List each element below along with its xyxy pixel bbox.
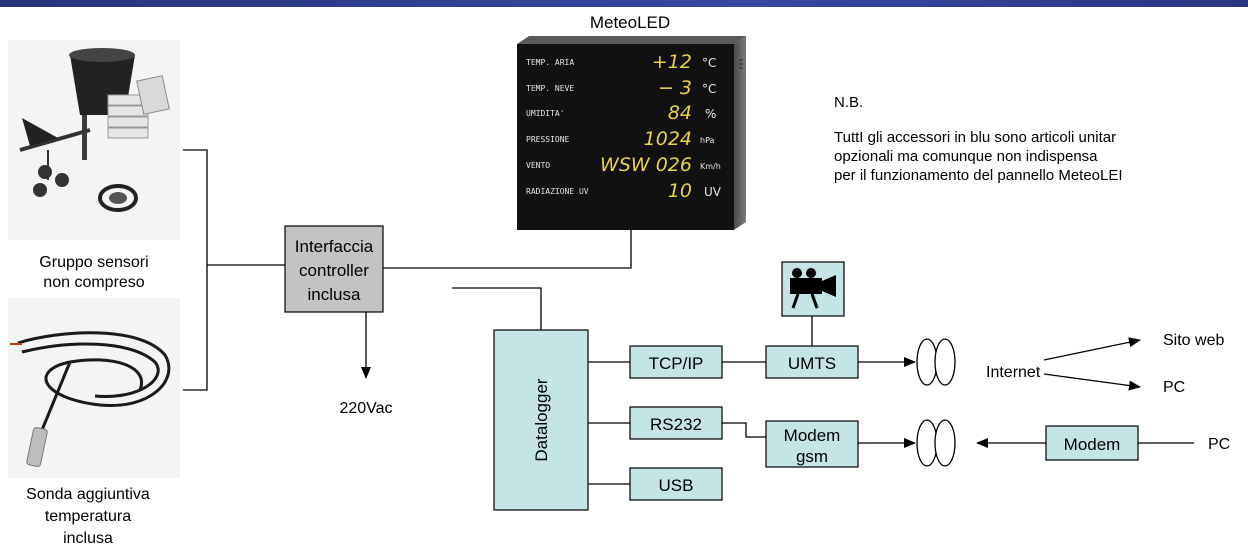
lcd-unit: hPa bbox=[700, 136, 715, 145]
lcd-label: TEMP. ARIA bbox=[526, 58, 574, 67]
lcd-value: WSW 026 bbox=[600, 154, 692, 176]
lcd-label: TEMP. NEVE bbox=[526, 84, 574, 93]
datalogger-label: Datalogger bbox=[532, 378, 551, 462]
modem-label: Modem bbox=[1064, 435, 1121, 454]
interface-label-line1: Interfaccia bbox=[295, 237, 374, 256]
rs232-modem-wire bbox=[722, 422, 766, 438]
header-bar bbox=[0, 0, 1248, 7]
temperature-probe-image bbox=[8, 298, 180, 478]
power-label: 220Vac bbox=[339, 400, 392, 417]
lcd-value: 1024 bbox=[644, 128, 692, 150]
note-title: N.B. bbox=[834, 94, 863, 111]
note-line1: TuttI gli accessori in blu sono articoli… bbox=[834, 129, 1116, 146]
internet-to-web-arrow bbox=[1043, 337, 1141, 361]
wireless-link-icon bbox=[916, 338, 956, 386]
sensor-group-label-line1: Gruppo sensori bbox=[39, 254, 148, 271]
lcd-label: PRESSIONE bbox=[526, 135, 570, 144]
probe-label-line1: Sonda aggiuntiva bbox=[26, 486, 150, 503]
meteoled-title: MeteoLED bbox=[590, 13, 670, 32]
video-camera-icon bbox=[790, 268, 836, 309]
interface-label-line2: controller bbox=[299, 261, 369, 280]
umts-label: UMTS bbox=[788, 354, 836, 373]
lcd-label: UMIDITA' bbox=[526, 109, 565, 118]
pc-top-label: PC bbox=[1163, 379, 1185, 396]
lcd-value: − 3 bbox=[658, 77, 692, 99]
umts-box bbox=[765, 345, 859, 379]
interface-controller-box bbox=[284, 225, 384, 313]
sito-web-label: Sito web bbox=[1163, 332, 1224, 349]
note-line2: opzionali ma comunque non indispensa bbox=[834, 148, 1098, 165]
wireless-link-icon bbox=[916, 419, 956, 467]
panel-wire bbox=[383, 230, 632, 269]
modem-box bbox=[1045, 425, 1139, 461]
lcd-label: RADIAZIONE UV bbox=[526, 187, 589, 196]
probe-wire bbox=[183, 265, 208, 391]
rs232-box bbox=[629, 406, 723, 440]
lcd-unit: °C bbox=[702, 82, 716, 96]
meteoled-rows: TEMP. ARIA +12 °C TEMP. NEVE − 3 °C UMID… bbox=[526, 51, 722, 202]
probe-label-line3: inclusa bbox=[63, 530, 113, 547]
sensor-group-wire bbox=[183, 149, 285, 266]
usb-label: USB bbox=[659, 476, 694, 495]
lcd-unit: UV bbox=[704, 185, 722, 199]
usb-box bbox=[629, 467, 723, 501]
sensor-group-image bbox=[8, 40, 180, 240]
lcd-unit: °C bbox=[702, 56, 716, 70]
interface-label-line3: inclusa bbox=[308, 285, 361, 304]
sensor-group-label-line2: non compreso bbox=[43, 274, 144, 291]
modem-gsm-label-line1: Modem bbox=[784, 426, 841, 445]
internet-label: Internet bbox=[986, 364, 1041, 381]
modem-gsm-box bbox=[765, 420, 859, 468]
lcd-value: 84 bbox=[668, 102, 692, 124]
note-line3: per il funzionamento del pannello MeteoL… bbox=[834, 167, 1123, 184]
meteoled-panel bbox=[517, 36, 746, 230]
datalogger-wire bbox=[452, 287, 542, 330]
pc-bottom-label: PC bbox=[1208, 436, 1230, 453]
modem-gsm-label-line2: gsm bbox=[796, 447, 828, 466]
datalogger-box bbox=[493, 329, 589, 511]
probe-label-line2: temperatura bbox=[45, 508, 131, 525]
lcd-label: VENTO bbox=[526, 161, 550, 170]
lcd-value: 10 bbox=[668, 180, 692, 202]
internet-to-pc-arrow bbox=[1043, 373, 1141, 391]
lcd-unit: % bbox=[705, 107, 716, 121]
lcd-value: +12 bbox=[652, 51, 692, 73]
lcd-unit: Km/h bbox=[700, 162, 721, 171]
rs232-label: RS232 bbox=[650, 415, 702, 434]
tcpip-label: TCP/IP bbox=[649, 354, 704, 373]
